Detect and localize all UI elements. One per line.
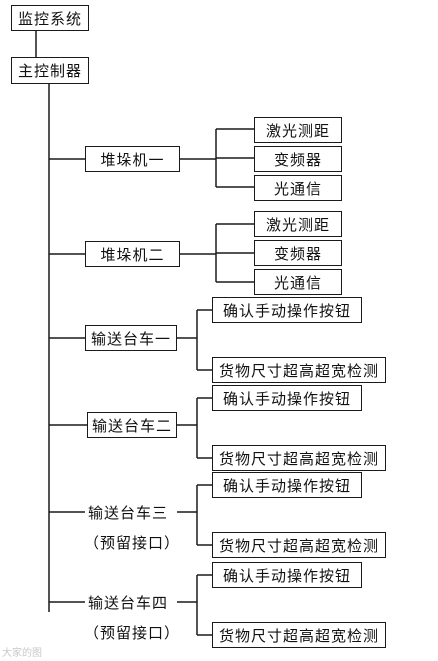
conveyor-1-child-detect: 货物尺寸超高超宽检测: [212, 357, 386, 383]
conveyor-node-4: 输送台车四: [86, 592, 171, 613]
conveyor-3-child-detect: 货物尺寸超高超宽检测: [212, 532, 386, 558]
stacker-1-child-laser: 激光测距: [254, 117, 342, 143]
stacker-1-child-inverter: 变频器: [254, 146, 342, 172]
controller-node: 主控制器: [11, 57, 89, 84]
conveyor-3-note: （预留接口）: [84, 534, 181, 552]
conveyor-2-child-confirm: 确认手动操作按钮: [212, 385, 362, 411]
conveyor-node-1: 输送台车一: [85, 325, 177, 351]
conveyor-1-child-confirm: 确认手动操作按钮: [212, 297, 362, 323]
watermark: 大家的图: [2, 648, 42, 659]
root-node: 监控系统: [11, 5, 89, 31]
conveyor-4-child-detect: 货物尺寸超高超宽检测: [212, 622, 386, 648]
conveyor-2-child-detect: 货物尺寸超高超宽检测: [212, 445, 386, 471]
stacker-2-child-inverter: 变频器: [254, 240, 342, 266]
conveyor-3-child-confirm: 确认手动操作按钮: [212, 472, 362, 498]
stacker-node-1: 堆垛机一: [85, 146, 180, 172]
conveyor-4-note: （预留接口）: [84, 624, 181, 642]
conveyor-node-3: 输送台车三: [86, 502, 171, 523]
stacker-1-child-optical: 光通信: [254, 175, 342, 201]
stacker-node-2: 堆垛机二: [85, 241, 180, 267]
conveyor-node-2: 输送台车二: [87, 412, 177, 438]
conveyor-4-child-confirm: 确认手动操作按钮: [212, 562, 362, 588]
stacker-2-child-optical: 光通信: [254, 269, 342, 295]
stacker-2-child-laser: 激光测距: [254, 211, 342, 237]
